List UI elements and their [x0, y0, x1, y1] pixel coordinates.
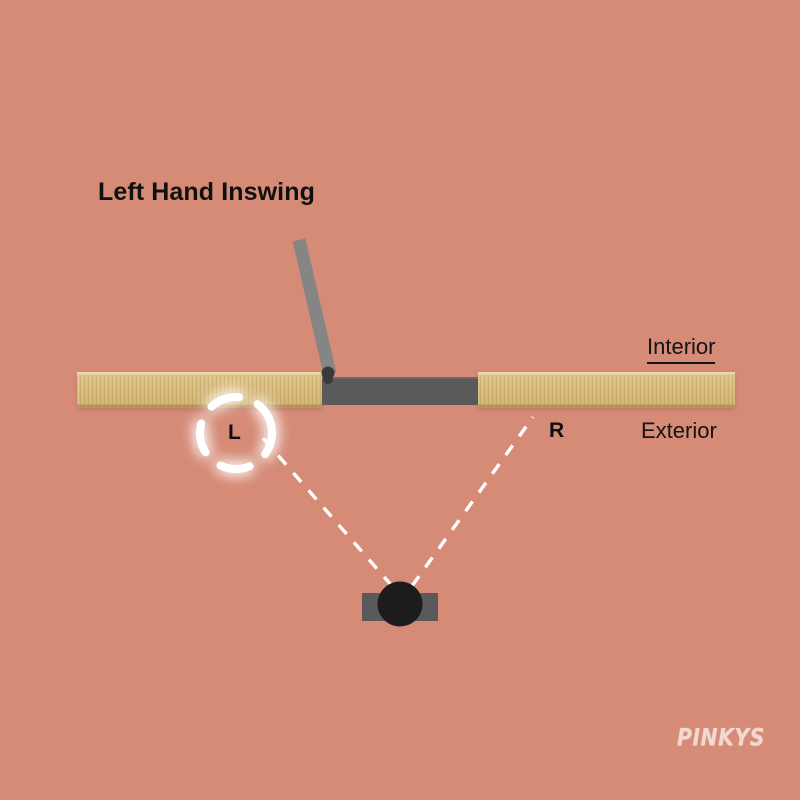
- door-slab: [322, 377, 478, 405]
- viewer-person-icon: [362, 581, 438, 627]
- wall-segment-left: [77, 372, 322, 408]
- page-title: Left Hand Inswing: [98, 178, 315, 206]
- door-swing-panel: [292, 238, 337, 376]
- interior-label: Interior: [647, 334, 716, 364]
- exterior-label: Exterior: [641, 418, 717, 443]
- wall-segment-right: [478, 372, 735, 408]
- hinge-pivot-icon: [321, 366, 335, 384]
- right-hand-marker-label: R: [549, 419, 565, 442]
- left-hand-marker-label: L: [228, 421, 241, 444]
- active-side-highlight-ring: [196, 393, 276, 473]
- pinkys-brand-logo: PINKYS: [677, 723, 765, 752]
- sight-lines: [260, 416, 535, 588]
